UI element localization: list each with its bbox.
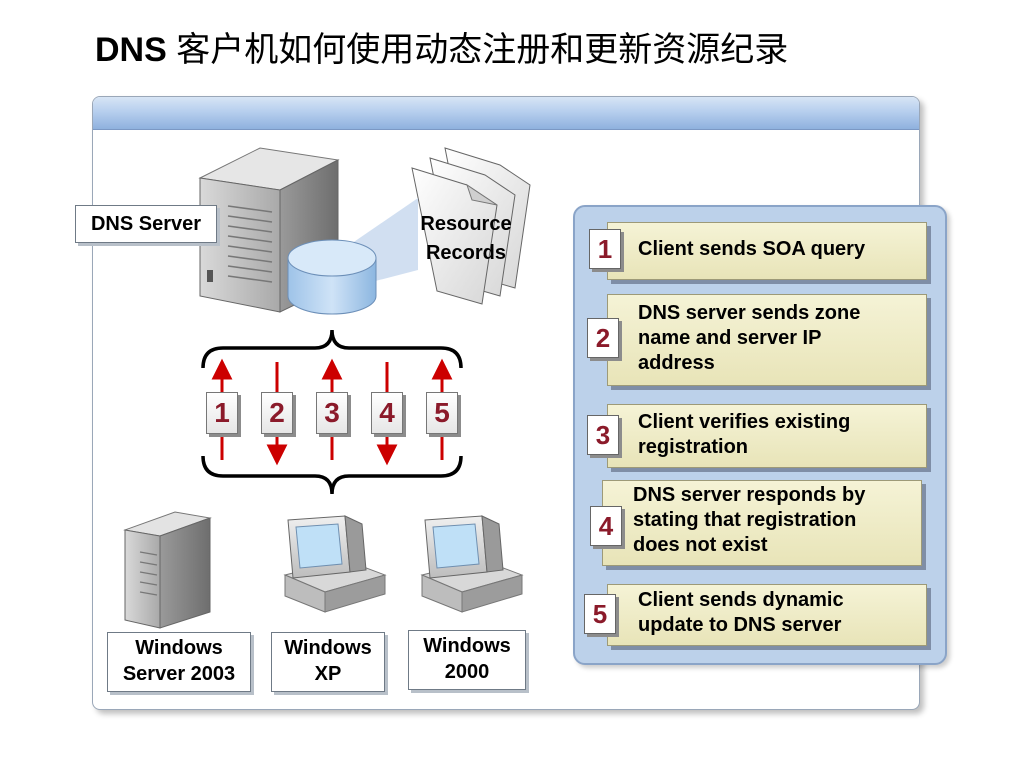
step-line: Client sends dynamic <box>638 589 844 611</box>
arrow-number-3: 3 <box>316 392 348 434</box>
step-5-text: Client sends dynamic update to DNS serve… <box>638 588 844 638</box>
arrow-number-4: 4 <box>371 392 403 434</box>
step-3-text: Client verifies existing registration <box>638 410 850 460</box>
database-icon <box>287 239 377 315</box>
step-line: registration <box>638 436 749 458</box>
step-2-text: DNS server sends zone name and server IP… <box>638 301 860 376</box>
step-line: does not exist <box>633 534 768 556</box>
top-brace <box>201 329 463 369</box>
page-title: DNS 客户机如何使用动态注册和更新资源纪录 <box>95 22 788 71</box>
client-label-line1: Windows <box>135 637 223 659</box>
client-label-line2: 2000 <box>444 661 490 683</box>
step-line: Client sends SOA query <box>638 238 866 260</box>
step-1-text: Client sends SOA query <box>638 237 865 262</box>
step-line: name and server IP <box>638 327 822 349</box>
step-4-text: DNS server responds by stating that regi… <box>633 483 865 558</box>
step-card-3: Client verifies existing registration <box>607 404 927 468</box>
client-label-line1: Windows <box>423 635 511 657</box>
arrow-number-1: 1 <box>206 392 238 434</box>
dns-server-label: DNS Server <box>75 205 217 243</box>
step-number-2: 2 <box>587 318 619 358</box>
client-label-line1: Windows <box>284 637 372 659</box>
resource-records-icon <box>411 147 531 305</box>
windows-server-2003-icon <box>123 511 212 629</box>
client-label-server-2003: Windows Server 2003 <box>107 632 251 692</box>
client-label-xp: Windows XP <box>271 632 385 692</box>
step-line: DNS server sends zone <box>638 302 861 324</box>
bottom-brace <box>201 455 463 495</box>
step-number-4: 4 <box>590 506 622 546</box>
step-card-1: Client sends SOA query <box>607 222 927 280</box>
arrow-number-2: 2 <box>261 392 293 434</box>
step-card-2: DNS server sends zone name and server IP… <box>607 294 927 386</box>
step-number-5: 5 <box>584 594 616 634</box>
step-line: address <box>638 352 715 374</box>
client-label-line2: XP <box>314 663 342 685</box>
step-number-3: 3 <box>587 415 619 455</box>
title-prefix: DNS <box>95 31 167 69</box>
step-line: DNS server responds by <box>633 484 866 506</box>
title-text: 客户机如何使用动态注册和更新资源纪录 <box>166 31 789 69</box>
windows-2000-pc-icon <box>420 515 524 613</box>
panel-header-bar <box>93 97 919 130</box>
step-card-5: Client sends dynamic update to DNS serve… <box>607 584 927 646</box>
step-line: update to DNS server <box>638 614 842 636</box>
step-line: Client verifies existing <box>638 411 851 433</box>
arrow-number-5: 5 <box>426 392 458 434</box>
windows-xp-pc-icon <box>283 515 387 613</box>
client-label-line2: Server 2003 <box>122 663 236 685</box>
resource-records-line1: Resource <box>420 213 512 235</box>
step-line: stating that registration <box>633 509 857 531</box>
resource-records-line2: Records <box>425 242 507 264</box>
resource-records-label: Resource Records <box>414 210 518 268</box>
step-card-4: DNS server responds by stating that regi… <box>602 480 922 566</box>
step-number-1: 1 <box>589 229 621 269</box>
client-label-2000: Windows 2000 <box>408 630 526 690</box>
